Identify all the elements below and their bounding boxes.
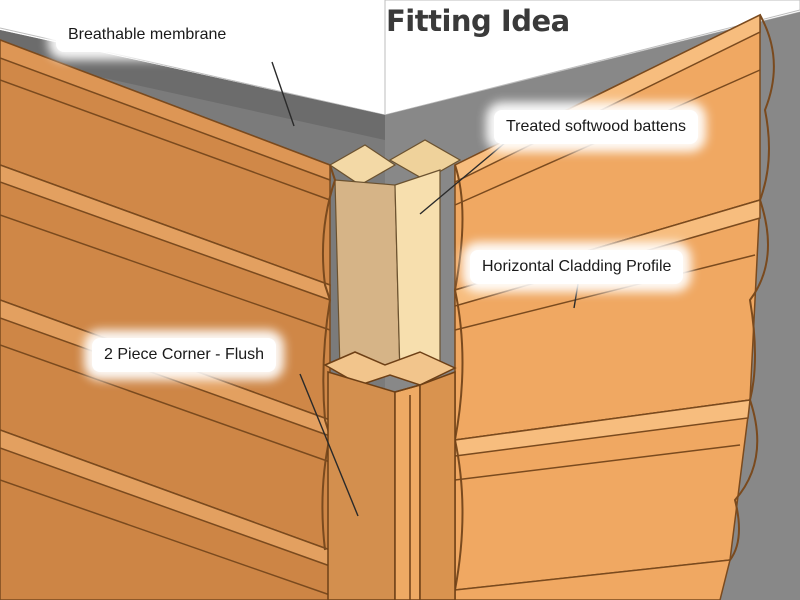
label-2-piece-corner: 2 Piece Corner - Flush — [92, 338, 277, 372]
pointer-corner — [299, 373, 359, 517]
cladding-profile-edge — [729, 14, 775, 561]
pointer-battens — [419, 141, 507, 215]
pointer-membrane — [271, 61, 295, 127]
pointer-lines — [271, 61, 579, 517]
cladding-left — [0, 39, 331, 600]
diagram-title: Fitting Idea — [386, 4, 570, 38]
label-breathable-membrane: Breathable membrane — [56, 18, 239, 52]
label-horizontal-cladding-profile: Horizontal Cladding Profile — [470, 250, 684, 284]
label-treated-softwood-battens: Treated softwood battens — [494, 110, 698, 144]
battens — [328, 139, 462, 376]
pointer-cladding — [573, 283, 579, 309]
corner-piece — [323, 351, 457, 600]
